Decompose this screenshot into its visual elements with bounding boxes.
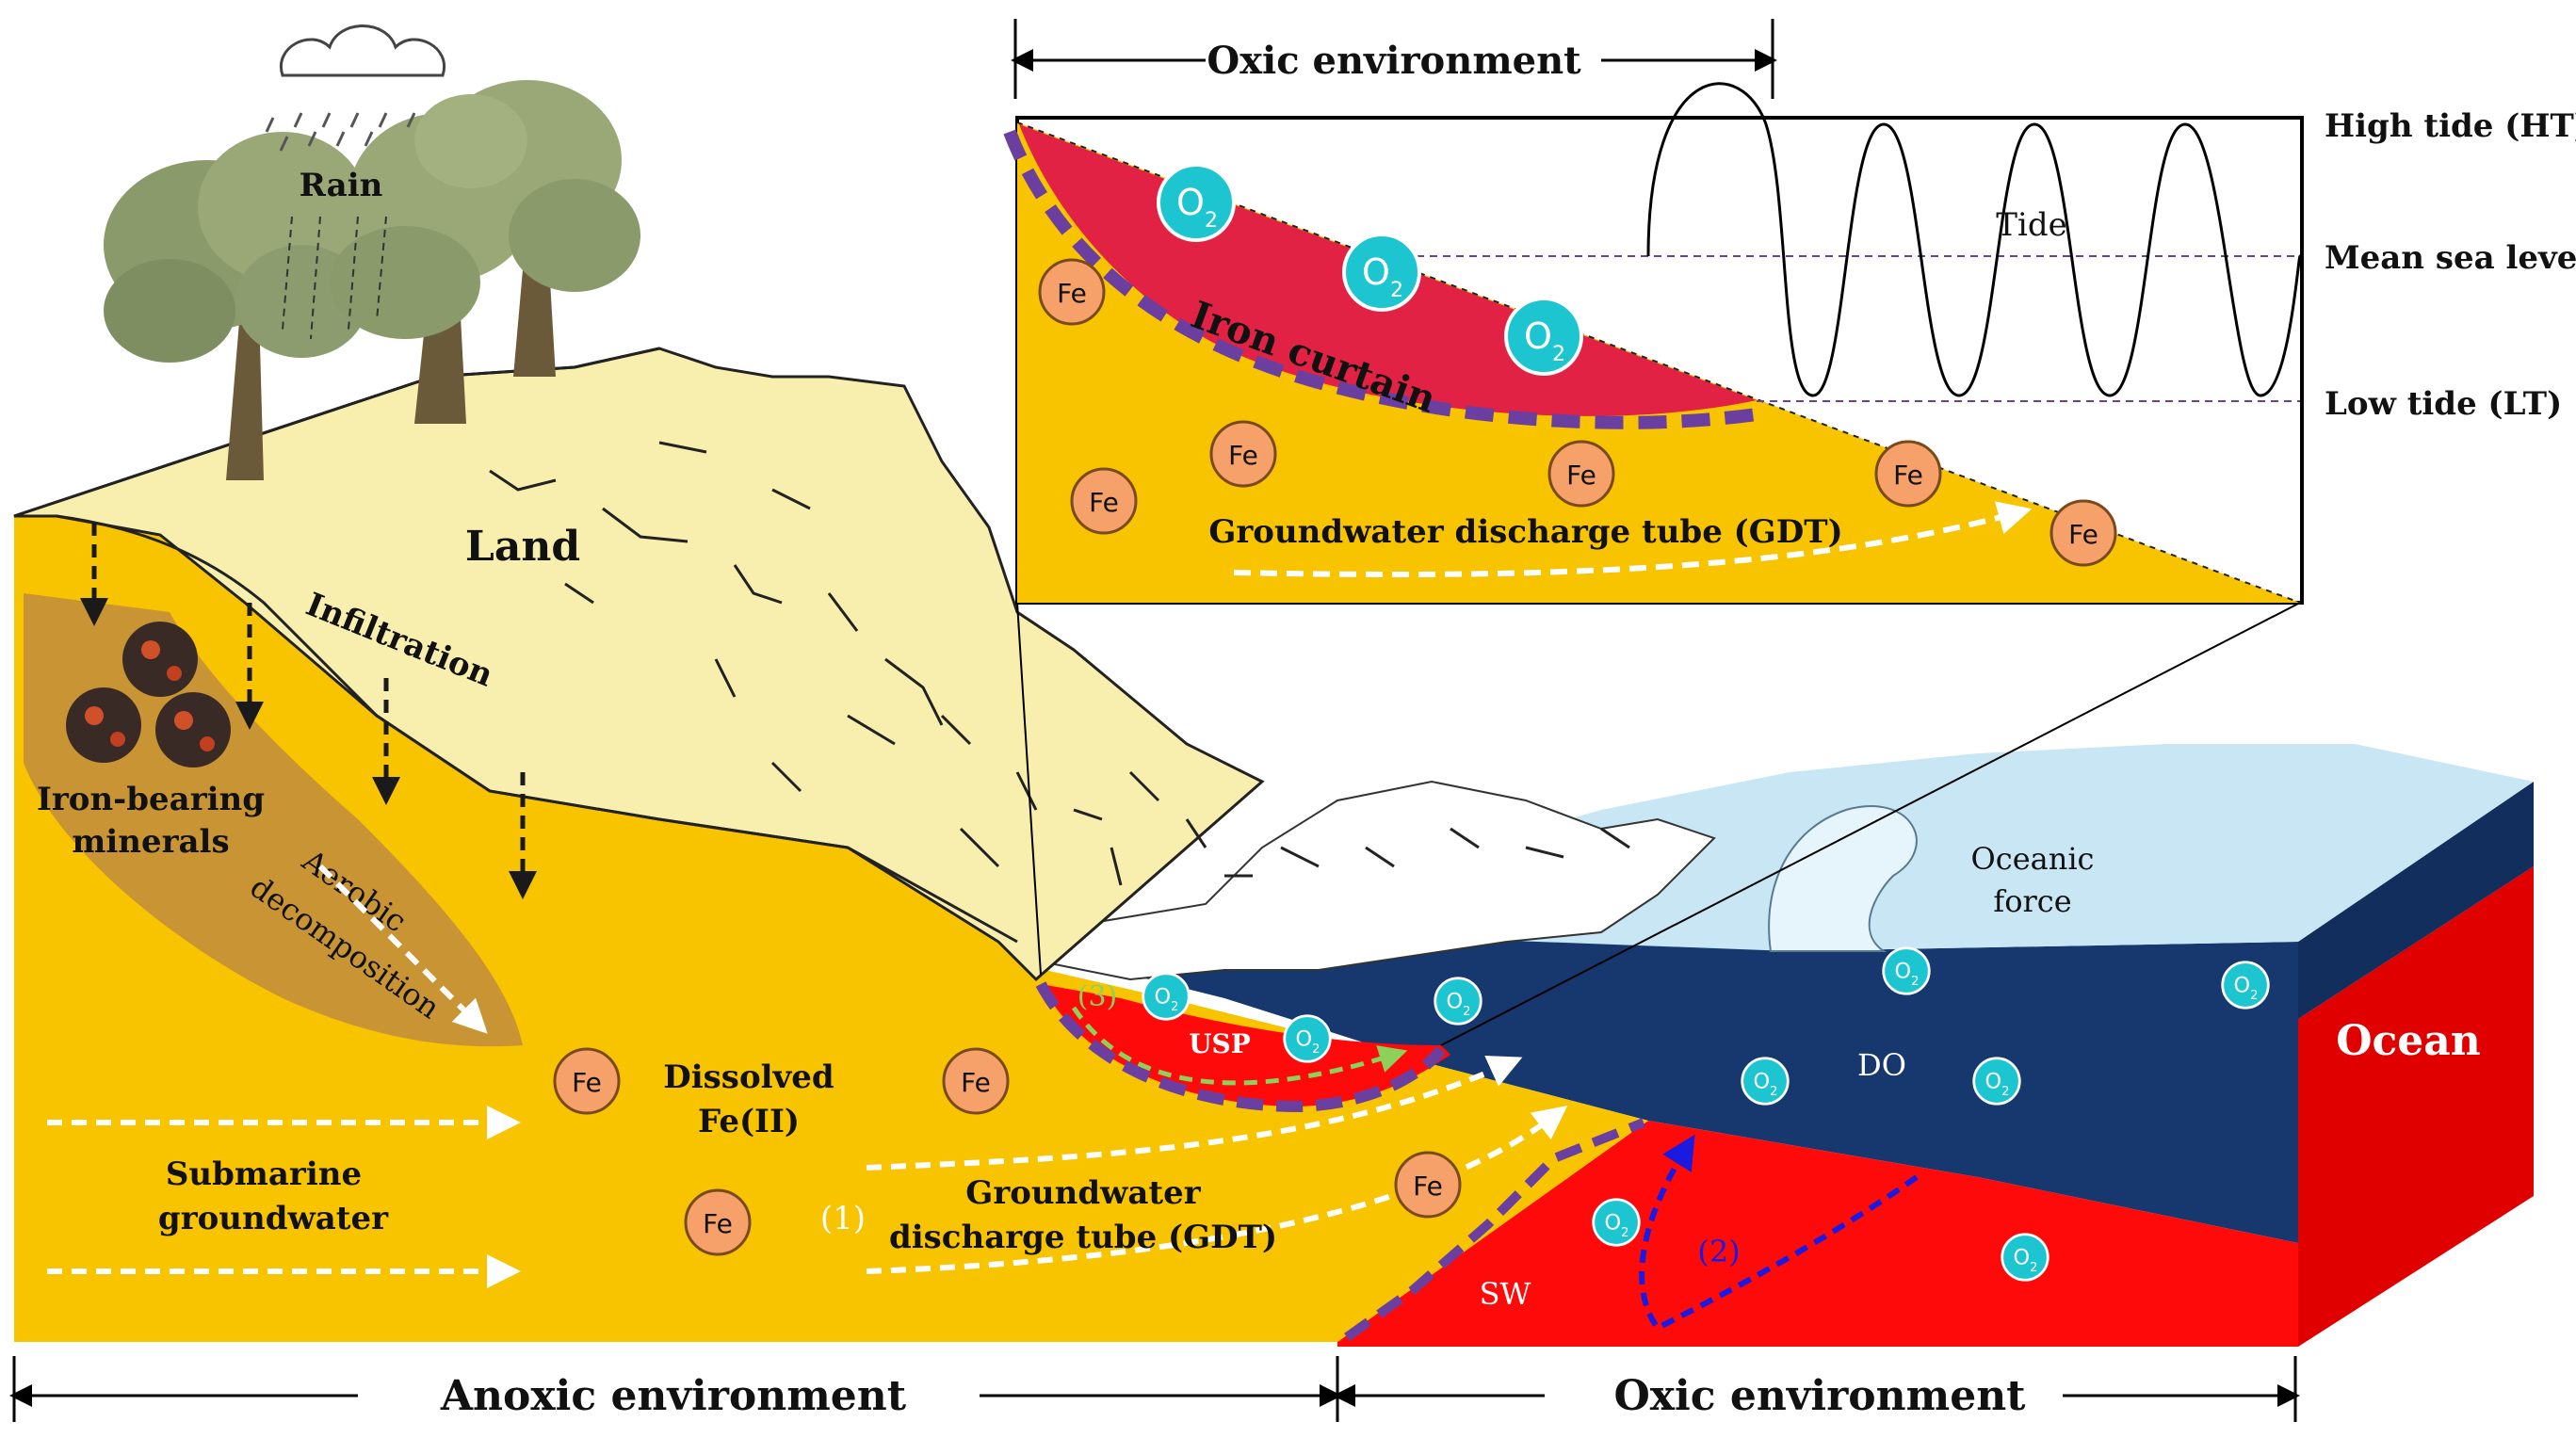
oxygen-molecule-icon bbox=[1283, 1014, 1332, 1063]
oxygen-molecule-icon bbox=[1741, 1057, 1790, 1106]
tree-icon bbox=[104, 132, 367, 480]
sw-dashed-boundary bbox=[1344, 1118, 1645, 1342]
anoxic-label: Anoxic environment bbox=[440, 1372, 907, 1420]
ocean-label: Ocean bbox=[2336, 1017, 2481, 1065]
iron-ion-icon bbox=[942, 1047, 1010, 1115]
iron-bearing-label-1: Iron-bearing bbox=[37, 781, 265, 818]
top-oxic-label: Oxic environment bbox=[1207, 39, 1581, 83]
iron-ion-icon bbox=[684, 1188, 752, 1256]
bottom-axis bbox=[9, 1356, 2300, 1422]
saline-circulation-arrow bbox=[1639, 1134, 1919, 1332]
gdt-label-1: Groundwater bbox=[965, 1174, 1201, 1212]
land-boundary-line bbox=[56, 514, 1018, 944]
gdt-arrow-1 bbox=[866, 1055, 1523, 1171]
aerobic-arrow bbox=[317, 864, 488, 1034]
iron-ion-icon bbox=[1547, 440, 1615, 508]
marker-1: (1) bbox=[820, 1200, 866, 1237]
tide-label: Tide bbox=[1996, 206, 2066, 244]
inset-panel: Tide Iron curtain Groundwater discharge … bbox=[1003, 82, 2304, 605]
beach-foam bbox=[1033, 780, 1716, 981]
oxygen-molecule-icon bbox=[2001, 1233, 2049, 1282]
svg-text:O: O bbox=[1176, 182, 1205, 223]
rain-label: Rain bbox=[300, 167, 383, 204]
iron-ion-icon bbox=[2049, 499, 2117, 567]
saline-water-zone bbox=[1337, 1121, 2298, 1347]
zoom-line-right bbox=[1440, 602, 2301, 1046]
oxygen-molecule-icon bbox=[1592, 1198, 1641, 1247]
inset-gdt-arrow bbox=[1233, 501, 2033, 577]
usp-dashed-boundary bbox=[1035, 981, 1446, 1113]
oxygen-molecule-icon: O 2 bbox=[1157, 163, 1236, 242]
submarine-label-1: Submarine bbox=[166, 1155, 362, 1193]
oxygen-molecule-icon bbox=[1434, 977, 1482, 1026]
usp-zone bbox=[1041, 984, 1450, 1107]
zoom-line-left bbox=[1016, 602, 1042, 976]
svg-text:2: 2 bbox=[1390, 279, 1403, 302]
marker-3: (3) bbox=[1077, 980, 1118, 1013]
oxygen-molecule-icon: O 2 bbox=[1504, 297, 1583, 376]
marker-2: (2) bbox=[1697, 1234, 1740, 1269]
oxygen-molecule-icon bbox=[1972, 1057, 2021, 1106]
inset-iron-curtain-dash bbox=[1003, 129, 1758, 429]
oceanic-label-2: force bbox=[1993, 883, 2071, 919]
iron-ion-icon bbox=[1209, 420, 1277, 488]
svg-text:2: 2 bbox=[1205, 209, 1218, 233]
top-bracket bbox=[1011, 19, 1777, 99]
land-crack-sketches bbox=[489, 441, 1630, 886]
breaking-wave bbox=[1768, 805, 1918, 952]
oxic-label: Oxic environment bbox=[1613, 1372, 2026, 1420]
high-tide-label: High tide (HT) bbox=[2325, 107, 2576, 145]
land-top-edge bbox=[13, 347, 660, 518]
gdt-arrow-2 bbox=[866, 1106, 1568, 1274]
dissolved-label-2: Fe(II) bbox=[698, 1103, 800, 1140]
usp-arrow bbox=[1071, 1006, 1408, 1086]
iron-bearing-label-2: minerals bbox=[72, 823, 229, 861]
oceanic-label-1: Oceanic bbox=[1971, 841, 2095, 877]
oxygen-molecule-icon bbox=[2221, 961, 2270, 1010]
do-label: DO bbox=[1857, 1047, 1906, 1083]
sw-label: SW bbox=[1480, 1276, 1531, 1312]
gdt-label-2: discharge tube (GDT) bbox=[889, 1219, 1277, 1256]
svg-text:2: 2 bbox=[1552, 343, 1565, 366]
mean-sea-level-label: Mean sea level bbox=[2325, 239, 2576, 277]
ocean-side-face-upper bbox=[2298, 782, 2534, 1019]
land-label: Land bbox=[465, 523, 580, 571]
iron-ion-icon bbox=[1038, 258, 1106, 326]
svg-text:O: O bbox=[1362, 251, 1390, 293]
ocean-side-face bbox=[2298, 866, 2534, 1347]
inset-gdt-label: Groundwater discharge tube (GDT) bbox=[1208, 513, 1842, 551]
infiltration-arrows bbox=[80, 523, 537, 899]
iron-ion-icon bbox=[553, 1047, 621, 1115]
iron-ion-icon bbox=[1070, 467, 1138, 535]
submarine-label-2: groundwater bbox=[158, 1200, 389, 1237]
ocean-water-body bbox=[1036, 928, 2298, 1243]
dissolved-label-1: Dissolved bbox=[663, 1058, 834, 1096]
iron-ion-icon bbox=[1874, 440, 1942, 508]
cloud-rain-icon bbox=[265, 24, 446, 340]
mineral-zone bbox=[24, 593, 523, 1047]
oxygen-molecule-icon bbox=[1142, 972, 1191, 1021]
tree-icon bbox=[414, 80, 640, 377]
usp-label: USP bbox=[1189, 1028, 1251, 1059]
iron-ion-icon bbox=[1394, 1151, 1462, 1219]
svg-text:O: O bbox=[1524, 315, 1552, 357]
saline-water-bottom bbox=[1337, 1342, 2298, 1347]
oxygen-molecule-icon: O 2 bbox=[1342, 233, 1421, 312]
iron-mineral-rock-icon bbox=[66, 622, 231, 767]
low-tide-label: Low tide (LT) bbox=[2325, 385, 2562, 423]
tide-wave bbox=[1646, 82, 2302, 397]
oxygen-molecule-icon bbox=[1882, 946, 1931, 995]
